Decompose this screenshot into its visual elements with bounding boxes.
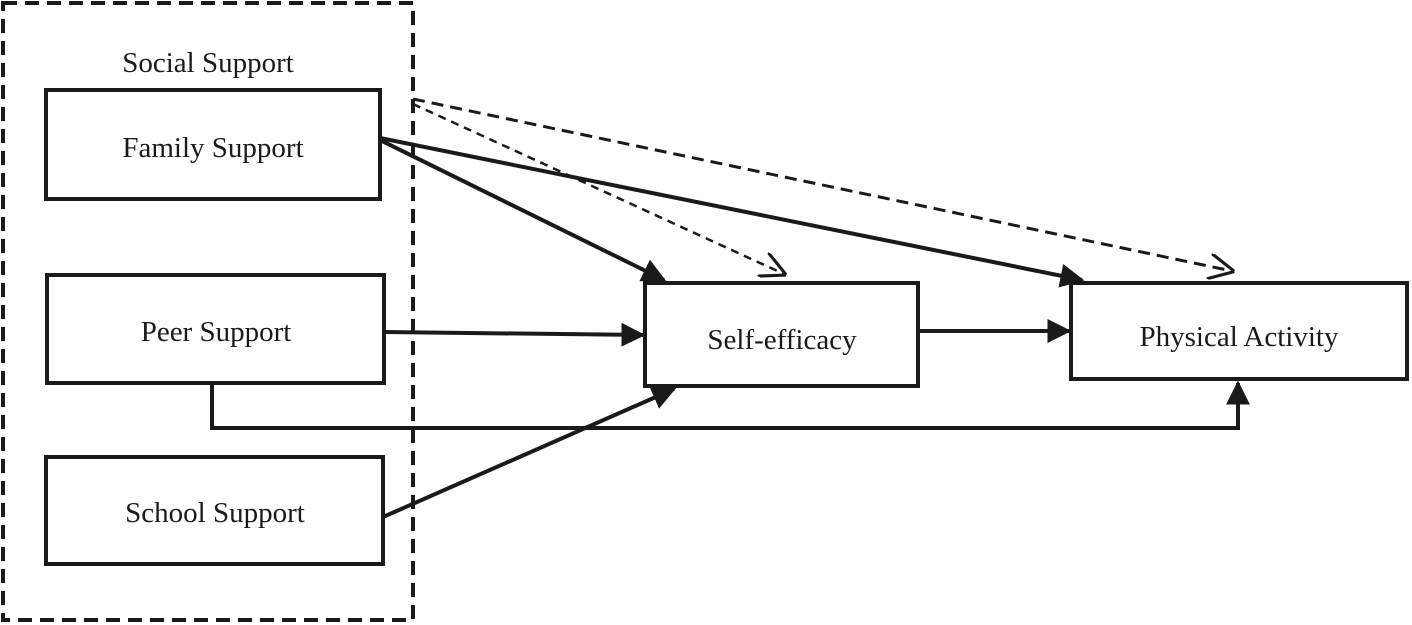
family-support-node: Family Support — [44, 88, 382, 201]
school-support-label: School Support — [125, 497, 305, 529]
peer-support-label: Peer Support — [141, 316, 292, 348]
edge-peer-to-physical-activity — [210, 380, 1250, 430]
peer-support-node: Peer Support — [45, 273, 386, 385]
physical-activity-node: Physical Activity — [1069, 281, 1409, 381]
self-efficacy-label: Self-efficacy — [707, 324, 857, 356]
edge-peer-to-self-efficacy — [383, 322, 646, 347]
school-support-node: School Support — [44, 455, 385, 566]
edge-social-support-to-physical-activity — [412, 97, 1232, 271]
social-support-group — [1, 1, 415, 622]
family-support-label: Family Support — [122, 132, 303, 164]
self-efficacy-node: Self-efficacy — [643, 281, 920, 388]
edge-school-to-self-efficacy — [382, 386, 677, 519]
social-support-title: Social Support — [122, 47, 294, 79]
edge-family-to-self-efficacy — [379, 138, 667, 282]
edge-social-support-to-self-efficacy — [412, 102, 784, 274]
edge-family-to-physical-activity — [379, 136, 1085, 288]
physical-activity-label: Physical Activity — [1140, 321, 1339, 353]
